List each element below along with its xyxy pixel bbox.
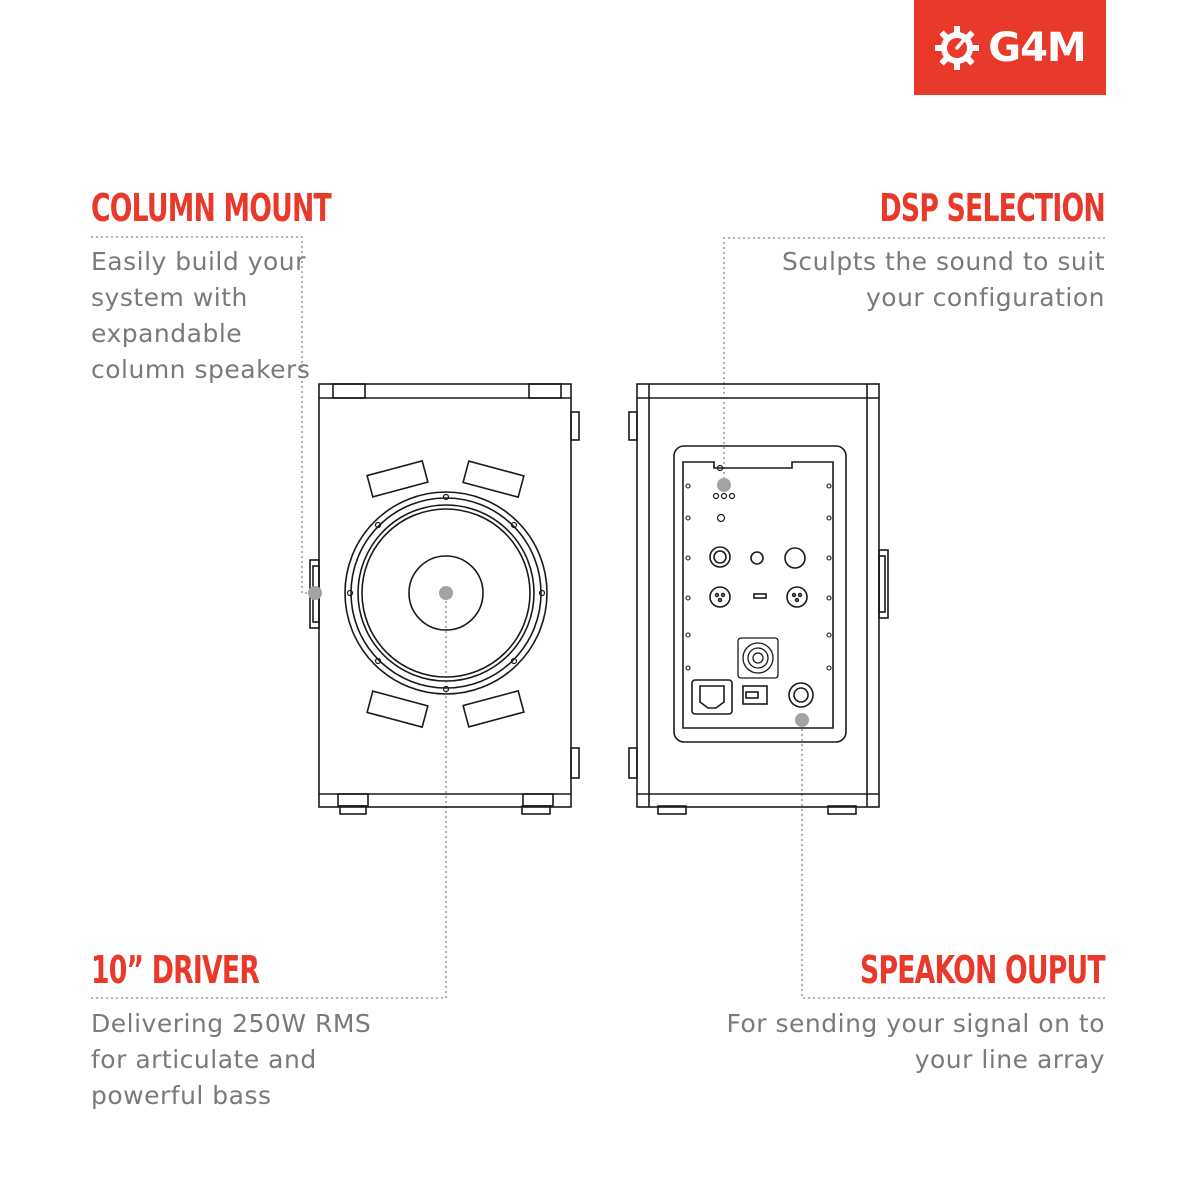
amp-panel — [682, 461, 834, 729]
xlr-jack-right — [786, 586, 808, 608]
input-knob-large — [784, 547, 806, 569]
combo-input — [709, 546, 731, 568]
brand-logo: G4M — [914, 0, 1106, 95]
dsp-selection-leader — [723, 237, 1105, 485]
speakon-output-jack — [788, 682, 814, 708]
callout-dots — [308, 478, 809, 727]
dsp-buttons — [712, 464, 736, 523]
speakon-output-dot — [795, 713, 809, 727]
driver-description: Delivering 250W RMS for articulate and p… — [91, 1009, 372, 1110]
speakon-output-description: For sending your signal on to your line … — [726, 1009, 1105, 1074]
column-mount-leader — [91, 236, 315, 594]
driver-leader — [91, 593, 447, 999]
driver-bolts — [346, 493, 546, 693]
column-mount-title: COLUMN MOUNT — [91, 186, 332, 230]
column-mount-description: Easily build your system with expandable… — [91, 247, 311, 384]
dsp-selection-dot — [717, 478, 731, 492]
driver-dot — [439, 586, 453, 600]
cooling-fan-icon — [737, 637, 779, 679]
logo-text: G4M — [988, 24, 1086, 71]
input-knob-small — [750, 551, 764, 565]
leader-lines — [91, 236, 1105, 999]
speakon-output-leader — [801, 721, 1105, 999]
dsp-selection-description: Sculpts the sound to suit your configura… — [781, 247, 1105, 312]
gear-stopwatch-icon — [935, 25, 980, 70]
dsp-selection-title: DSP SELECTION — [879, 186, 1106, 230]
driver-title: 10” DRIVER — [91, 948, 260, 992]
column-mount-dot — [308, 586, 322, 600]
iec-power-inlet — [691, 679, 733, 715]
speakon-output-title: SPEAKON OUPUT — [860, 948, 1106, 992]
power-switch — [742, 685, 768, 705]
xlr-jack-left — [709, 586, 731, 608]
speaker-rear-view — [628, 383, 889, 815]
